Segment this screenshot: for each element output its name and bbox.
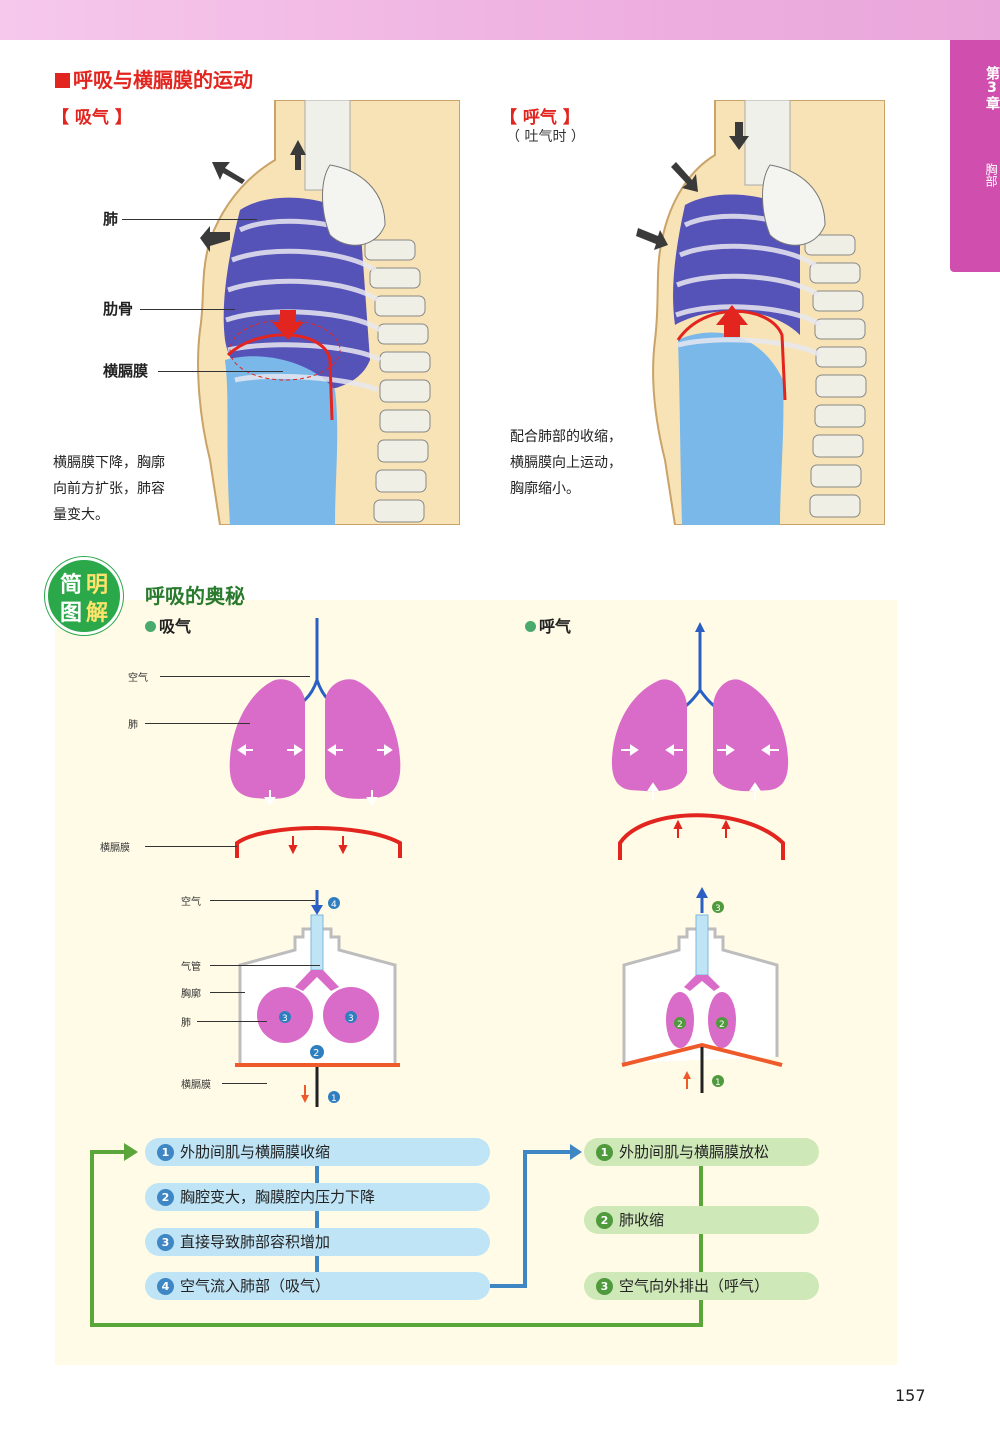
- chapter-label: 第3章: [984, 66, 1000, 110]
- m-label-diaphragm: 横膈膜: [181, 1080, 211, 1091]
- m-label-lung: 肺: [181, 1018, 191, 1029]
- top-banner: [0, 0, 1000, 40]
- s-label-diaphragm: 横膈膜: [100, 843, 130, 854]
- exhale-description: 配合肺部的收缩，横膈膜向上运动，胸廓缩小。: [510, 429, 622, 497]
- simple-badge: 简 明 图 解: [45, 557, 123, 635]
- part-label: 胸部: [984, 163, 998, 187]
- svg-text:3: 3: [348, 1014, 354, 1024]
- simple-title: 呼吸的奥秘: [145, 584, 245, 608]
- inhale-tag: 【 吸气 】: [52, 108, 132, 128]
- exhale-heading: 呼气: [525, 613, 571, 637]
- m-leader-diaphragm: [222, 1083, 267, 1084]
- svg-text:4: 4: [331, 900, 337, 910]
- svg-text:1: 1: [715, 1078, 721, 1088]
- m-label-chest: 胸廓: [181, 989, 201, 1000]
- inhale-heading: 吸气: [145, 613, 191, 637]
- leader-line-lung: [122, 219, 257, 220]
- page-number: 157: [895, 1386, 926, 1405]
- exhale-tag: 【 呼气 】: [500, 108, 580, 128]
- s-leader-diaphragm: [145, 846, 237, 847]
- m-leader-air: [210, 900, 315, 901]
- leader-line-diaphragm: [158, 371, 283, 372]
- s-label-lung: 肺: [128, 720, 138, 731]
- label-diaphragm: 横膈膜: [103, 362, 149, 380]
- svg-text:2: 2: [313, 1048, 319, 1059]
- svg-text:1: 1: [331, 1094, 337, 1104]
- section-title: 呼吸与横膈膜的运动: [55, 64, 253, 93]
- m-label-air: 空气: [181, 897, 201, 908]
- inhale-anatomy-figure: [197, 100, 460, 525]
- label-lung: 肺: [103, 210, 119, 228]
- s-leader-lung: [145, 723, 250, 724]
- flow-connectors: [90, 1143, 703, 1327]
- exhale-model-diagram: 3 2 2 1: [621, 887, 783, 1093]
- m-label-trachea: 气管: [181, 962, 201, 973]
- svg-text:2: 2: [677, 1020, 683, 1030]
- s-label-air: 空气: [128, 673, 148, 684]
- svg-text:3: 3: [282, 1014, 288, 1024]
- m-leader-lung: [197, 1021, 267, 1022]
- chapter-tab: 第3章 胸部: [950, 40, 1000, 272]
- inhale-lung-diagram: [229, 618, 402, 858]
- s-leader-air: [160, 676, 310, 677]
- leader-line-rib: [140, 309, 235, 310]
- svg-text:2: 2: [719, 1020, 725, 1030]
- exhale-subtitle: （ 吐气时 ）: [506, 129, 585, 145]
- exhale-anatomy-figure: [636, 100, 885, 525]
- m-leader-chest: [210, 992, 245, 993]
- exhale-lung-diagram: [611, 622, 789, 860]
- svg-text:3: 3: [715, 904, 721, 914]
- label-rib: 肋骨: [103, 300, 134, 318]
- inhale-description: 横膈膜下降，胸廓向前方扩张，肺容量变大。: [53, 455, 165, 523]
- inhale-model-diagram: 4 3 3 2 1: [235, 890, 400, 1107]
- m-leader-trachea: [210, 965, 320, 966]
